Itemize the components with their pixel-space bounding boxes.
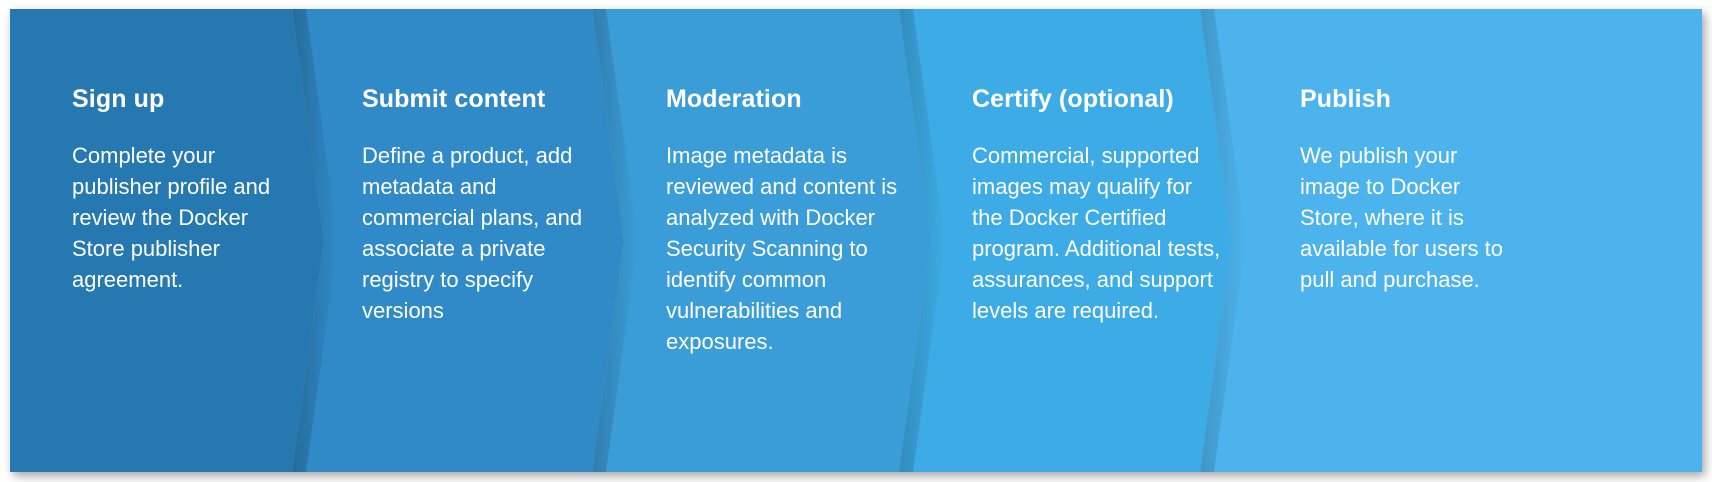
step-3-title: Moderation <box>666 85 802 113</box>
step-5-text-block: Publish We publish your image to Docker … <box>1300 84 1510 295</box>
chevron-shape-step-3[interactable] <box>592 9 931 472</box>
chevron-shape-step-2[interactable] <box>292 9 624 472</box>
step-4-text-block: Certify (optional) Commercial, supported… <box>972 84 1224 326</box>
chevron-band <box>10 9 1702 472</box>
step-5-body: We publish your image to Docker Store, w… <box>1300 143 1503 292</box>
step-1-text-block: Sign up Complete your publisher profile … <box>72 84 294 295</box>
step-3-body: Image metadata is reviewed and content i… <box>666 143 898 354</box>
step-3-text-block: Moderation Image metadata is reviewed an… <box>666 84 906 357</box>
chevron-shape-step-1[interactable] <box>10 9 324 472</box>
step-4-title: Certify (optional) <box>972 85 1174 113</box>
step-2-text-block: Submit content Define a product, add met… <box>362 84 602 326</box>
seam-shade-4 <box>1200 9 1246 472</box>
seam-shade-1 <box>292 9 338 472</box>
step-2-title: Submit content <box>362 85 546 113</box>
step-1-title: Sign up <box>72 85 165 113</box>
step-2-body: Define a product, add metadata and comme… <box>362 143 583 323</box>
step-4-body: Commercial, supported images may qualify… <box>972 143 1221 323</box>
step-1-body: Complete your publisher profile and revi… <box>72 143 271 292</box>
chevron-shape-step-4[interactable] <box>899 9 1232 472</box>
chevron-shape-step-5[interactable] <box>1200 9 1702 472</box>
seam-shade-3 <box>899 9 945 472</box>
seam-shade-2 <box>592 9 638 472</box>
chevron-shapes <box>10 9 1702 472</box>
step-5-title: Publish <box>1300 85 1391 113</box>
